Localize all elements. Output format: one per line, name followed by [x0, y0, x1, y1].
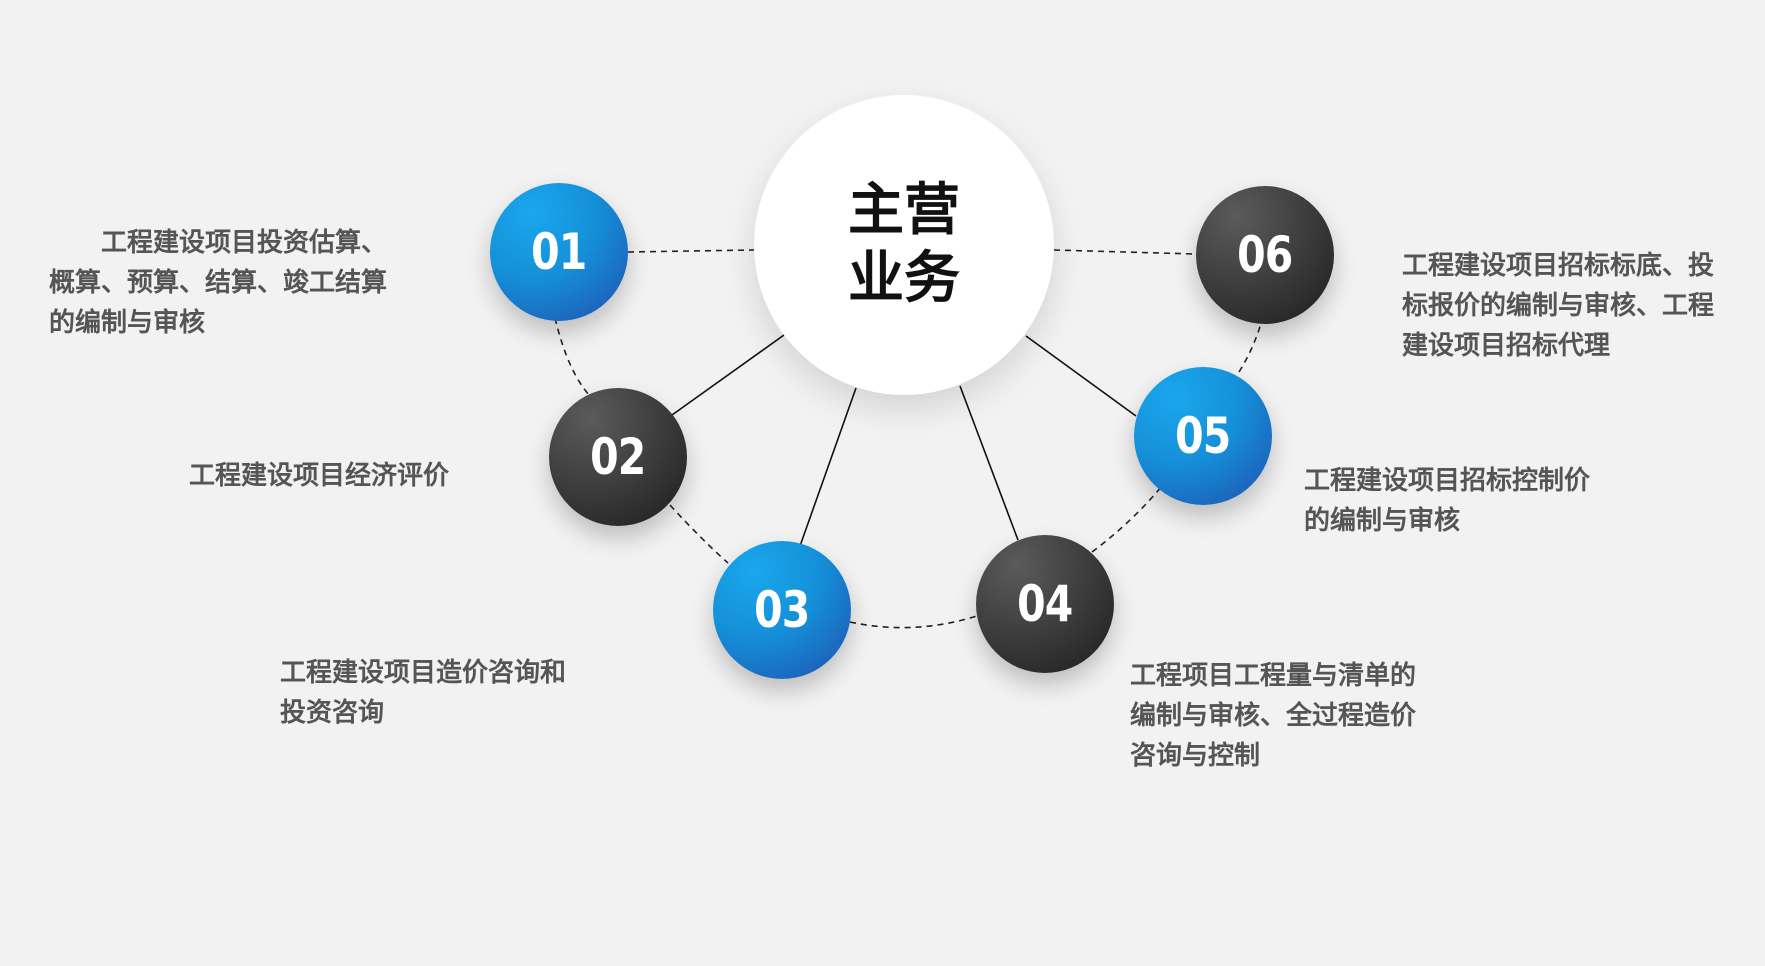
- dash-04-05: [1091, 485, 1163, 553]
- node-05-description: 工程建设项目招标控制价的编制与审核: [1304, 466, 1591, 536]
- node-01: 01: [490, 183, 628, 321]
- node-02: 02: [549, 388, 687, 526]
- node-03: 03: [713, 541, 851, 679]
- node-06-description: 工程建设项目招标标底、投标报价的编制与审核、工程建设项目招标代理: [1402, 251, 1715, 361]
- node-number: 02: [590, 428, 646, 486]
- node-04: 04: [976, 535, 1114, 673]
- main-business-hub: 主营业务: [754, 95, 1054, 395]
- node-03-description: 工程建设项目造价咨询和投资咨询: [280, 658, 567, 728]
- dash-02-03: [669, 504, 729, 564]
- hub-title: 主营业务: [848, 178, 960, 311]
- node-04-description: 工程项目工程量与清单的编制与审核、全过程造价咨询与控制: [1130, 661, 1417, 771]
- node-01-description: 工程建设项目投资估算、概算、预算、结算、竣工结算的编制与审核: [49, 228, 388, 338]
- node-number: 06: [1237, 226, 1293, 284]
- spoke-02: [671, 334, 785, 416]
- dash-05-06: [1238, 319, 1263, 373]
- spoke-04: [959, 385, 1019, 541]
- node-number: 04: [1017, 575, 1073, 633]
- dash-01-hub: [627, 249, 755, 253]
- node-05: 05: [1134, 367, 1272, 505]
- node-number: 05: [1175, 407, 1231, 465]
- node-number: 03: [754, 581, 810, 639]
- spoke-05: [1025, 335, 1137, 417]
- spoke-03: [799, 387, 857, 547]
- dash-01-02: [554, 317, 591, 397]
- dash-hub-06: [1053, 249, 1196, 255]
- node-02-description: 工程建设项目经济评价: [189, 461, 450, 491]
- node-06: 06: [1196, 186, 1334, 324]
- node-number: 01: [531, 223, 587, 281]
- dash-03-04: [849, 614, 981, 629]
